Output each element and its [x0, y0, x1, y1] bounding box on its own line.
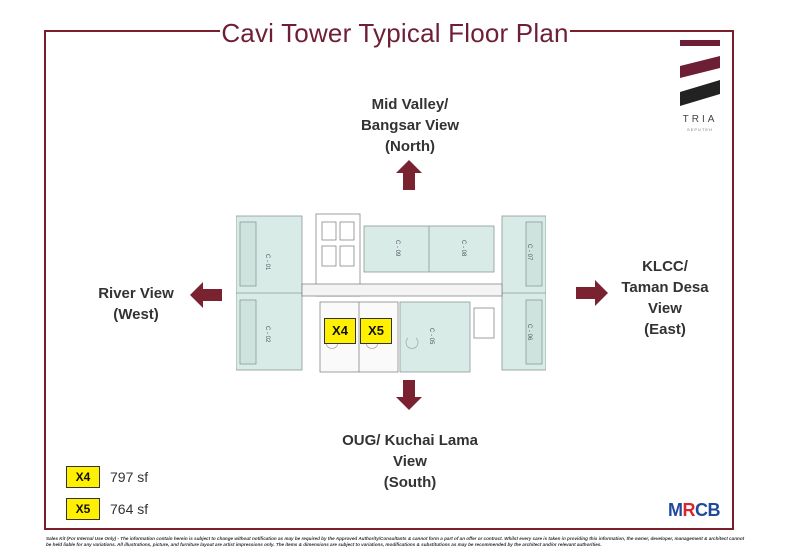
east-view-label: KLCC/ Taman Desa View (East): [621, 258, 709, 338]
north-arrow-icon: [396, 160, 422, 190]
west-view-label: River View (West): [98, 285, 174, 323]
legend-x5-size: 764 sf: [110, 501, 149, 517]
unit-label-09: C - 09: [394, 240, 400, 257]
legend-x4-size: 797 sf: [110, 469, 149, 485]
unit-tag-x5: X5: [360, 318, 392, 344]
unit-label-05: C - 05: [428, 328, 434, 345]
unit-block-south: [399, 301, 471, 373]
west-arrow-icon: [190, 282, 222, 308]
unit-tag-x4: X4: [324, 318, 356, 344]
east-arrow-icon: [576, 280, 608, 306]
disclaimer-text: Sales Kit (For Internal Use Only) - The …: [46, 536, 745, 547]
south-arrow-icon: [396, 380, 422, 410]
logo-subtext: SEPUTEH: [687, 127, 713, 132]
south-view-label: OUG/ Kuchai Lama View (South): [342, 432, 478, 491]
legend-x4-swatch: X4: [66, 466, 100, 488]
tria-logo-icon: [680, 40, 720, 106]
mrcb-logo: MRCB: [668, 500, 721, 520]
page-title: Cavi Tower Typical Floor Plan: [221, 18, 569, 48]
logo-text: TRIA: [682, 114, 718, 125]
unit-label-07: C - 07: [526, 244, 532, 261]
floor-plan: C - 01 C - 02 C - 05 C - 06 C - 07 C - 0…: [236, 208, 546, 378]
corridor: [301, 283, 503, 297]
north-view-label: Mid Valley/ Bangsar View (North): [360, 96, 460, 155]
title-backdrop: [220, 16, 570, 52]
legend-x5-swatch: X5: [66, 498, 100, 520]
unit-label-01: C - 01: [264, 254, 270, 271]
unit-label-08: C - 08: [460, 240, 466, 257]
unit-label-02: C - 02: [264, 326, 270, 343]
floor-plan-drawing: C - 01 C - 02 C - 05 C - 06 C - 07 C - 0…: [236, 213, 546, 373]
unit-label-06: C - 06: [526, 324, 532, 341]
